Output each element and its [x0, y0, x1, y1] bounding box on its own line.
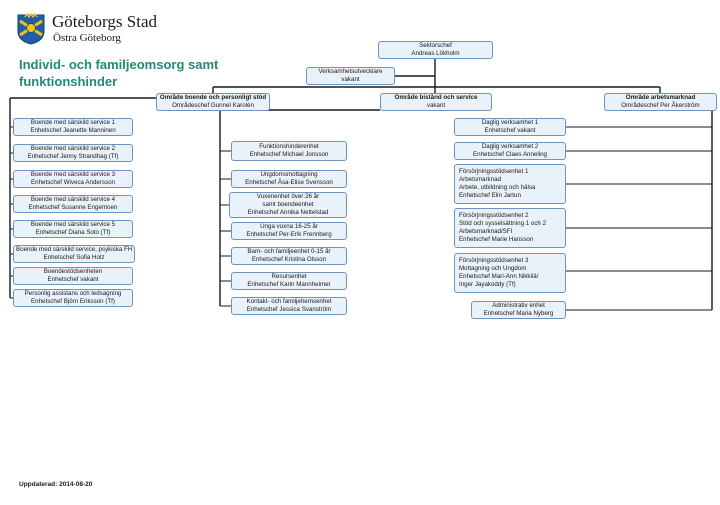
unit-box: Ungdomsmottagning Enhetschef Åsa-Elise S…	[231, 170, 347, 188]
unit-box: Boendestödsenheten Enhetschef vakant	[13, 267, 133, 285]
page-title: Individ- och familjeomsorg samt funktion…	[19, 56, 259, 90]
unit-box: Unga vuxna 16-25 år Enhetschef Per-Erik …	[231, 222, 347, 240]
unit-box: Boende med särskild service 2 Enhetschef…	[13, 144, 133, 162]
unit-box: Boende med särskild service 1 Enhetschef…	[13, 118, 133, 136]
unit-box: Boende med särskild service 4 Enhetschef…	[13, 195, 133, 213]
box-omrade-bistand: Område bistånd och service vakant	[380, 93, 492, 111]
box-sektorschef: Sektorschef Andreas Lökholm	[378, 41, 493, 59]
unit-box: Boende med särskild service 3 Enhetschef…	[13, 170, 133, 188]
unit-box: Daglig verksamhet 1 Enhetschef vakant	[454, 118, 566, 136]
unit-box: Försörjningsstödsenhet 1 Arbetsmarknad A…	[454, 164, 566, 204]
unit-box: Boende med särskild service 5 Enhetschef…	[13, 220, 133, 238]
box-omrade-boende: Område boende och personligt stöd Område…	[156, 93, 270, 111]
page-title-line2: funktionshinder	[19, 74, 118, 89]
unit-box: Barn- och familjeenhet 0-15 år Enhetsche…	[231, 247, 347, 265]
unit-box: Administrativ enhet Enhetschef Maria Nyb…	[471, 301, 566, 319]
unit-box: Försörjningsstödsenhet 3 Mottagning och …	[454, 253, 566, 293]
unit-box: Boende med särskild service, psykiska FH…	[13, 245, 135, 263]
unit-box: Försörjningsstödsenhet 2 Stöd och syssel…	[454, 208, 566, 248]
unit-box: Daglig verksamhet 2 Enhetschef Claes Ann…	[454, 142, 566, 160]
unit-box: Resursenhet Enhetschef Karin Mannheimer	[231, 272, 347, 290]
unit-box: Funktionshinderenhet Enhetschef Michael …	[231, 141, 347, 161]
org-name: Göteborgs Stad	[52, 12, 157, 31]
updated-date: Uppdaterad: 2014-08-20	[19, 481, 93, 488]
city-crest-icon	[17, 13, 45, 45]
box-omrade-arbetsmarknad: Område arbetsmarknad Områdeschef Per Åke…	[604, 93, 717, 111]
page-title-line1: Individ- och familjeomsorg samt	[19, 57, 219, 72]
unit-box: Personlig assistans och ledsagning Enhet…	[13, 289, 133, 307]
district-name: Östra Göteborg	[53, 32, 121, 44]
unit-box: Kontakt- och familjehemsenhet Enhetschef…	[231, 297, 347, 315]
box-verksamhetsutvecklare: Verksamhetsutvecklare vakant	[306, 67, 395, 85]
unit-box: Vuxenenhet över 26 år samt boendeenhet E…	[229, 192, 347, 218]
